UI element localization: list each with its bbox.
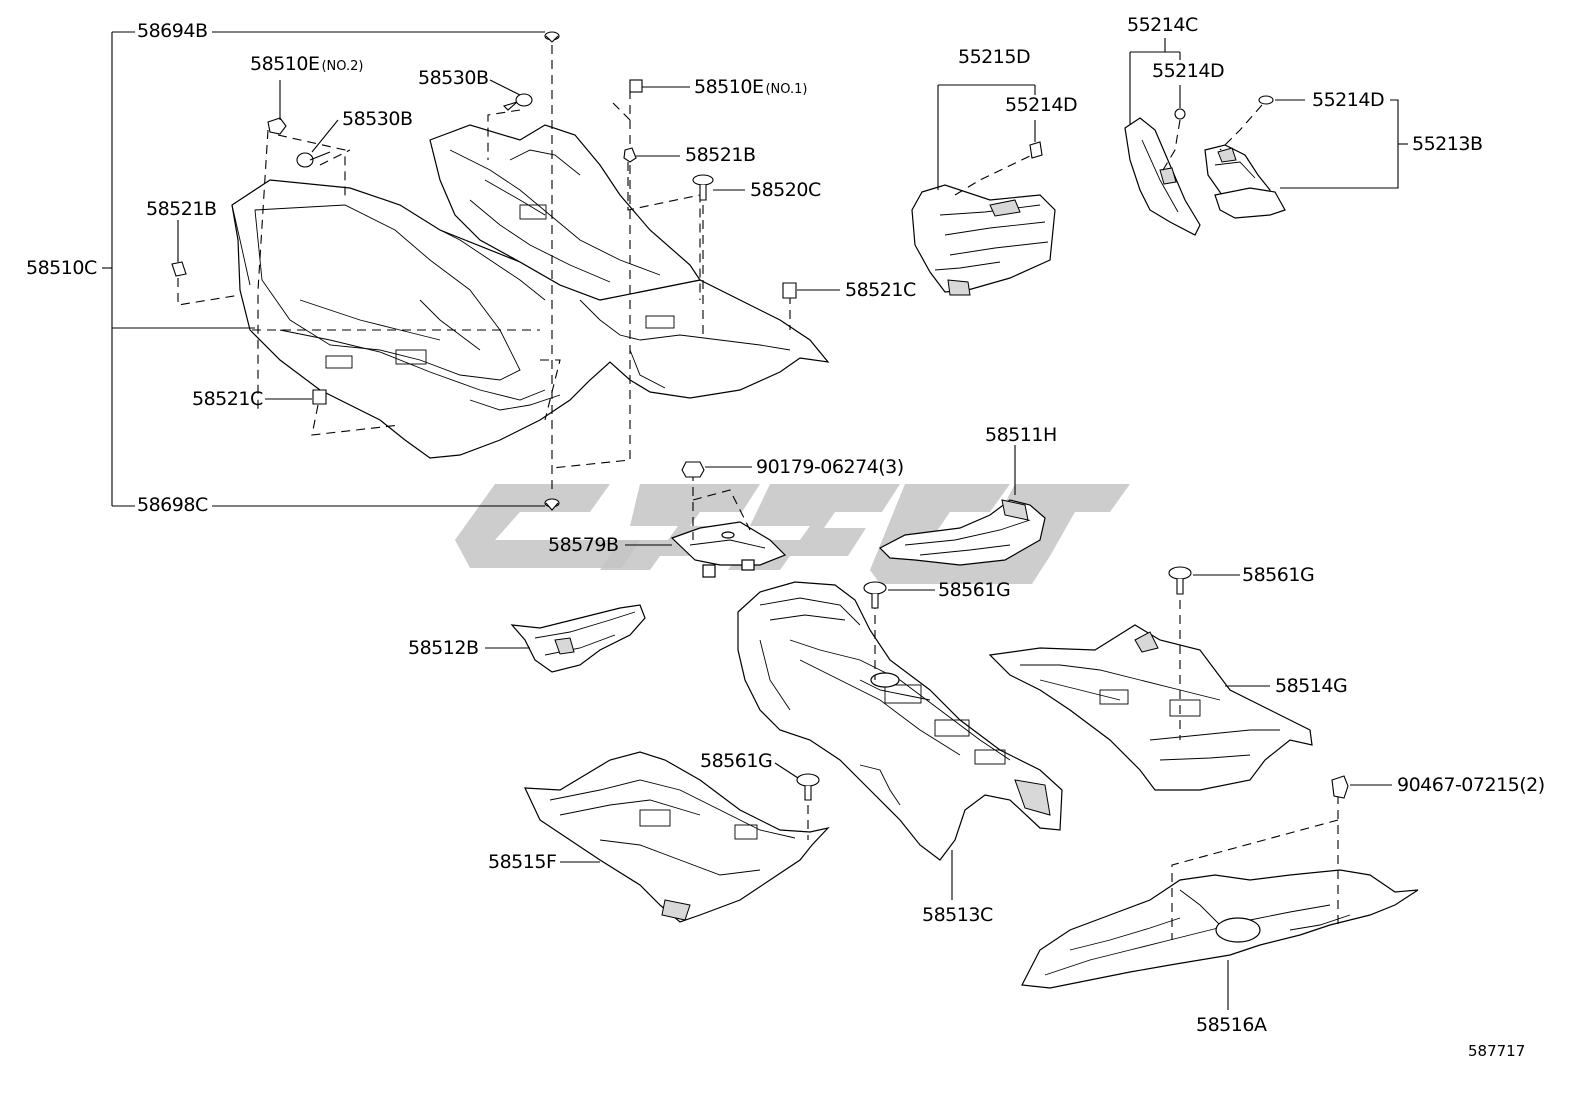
clip-58521B-right	[623, 147, 637, 163]
part-55213B	[1204, 144, 1286, 219]
label-58694B[interactable]: 58694B	[137, 20, 208, 42]
clip-58521B-left	[171, 261, 187, 277]
label-58520C[interactable]: 58520C	[750, 179, 821, 201]
label-58561G-right[interactable]: 58561G	[1242, 564, 1315, 586]
label-55213B[interactable]: 55213B	[1412, 133, 1483, 155]
label-90179-06274[interactable]: 90179-06274(3)	[756, 458, 904, 477]
leader-lines	[102, 31, 1408, 1010]
pin-58561G-center	[863, 581, 887, 609]
part-58513C	[737, 581, 1063, 861]
part-55215D	[911, 184, 1056, 296]
label-55214D-a[interactable]: 55214D	[1005, 94, 1078, 116]
nut-90179-06274	[681, 461, 705, 478]
clip-58510E-no1	[629, 79, 643, 93]
label-58510E-no1[interactable]: 58510E(NO.1)	[694, 78, 807, 97]
part-55214C	[1124, 117, 1201, 236]
part-58511H	[878, 499, 1046, 566]
label-90467-qty: (2)	[1519, 774, 1545, 796]
label-55214C[interactable]: 55214C	[1127, 14, 1198, 36]
part-58579B	[670, 521, 787, 578]
label-90179-qty: (3)	[878, 456, 904, 478]
label-58510E-no2-code: 58510E	[250, 53, 320, 75]
label-90467-code: 90467-07215	[1397, 774, 1520, 796]
label-58561G-left[interactable]: 58561G	[700, 750, 773, 772]
label-58516A[interactable]: 58516A	[1196, 1014, 1267, 1036]
part-58512B	[510, 604, 646, 673]
label-58530B-left[interactable]: 58530B	[342, 108, 413, 130]
label-58512B[interactable]: 58512B	[408, 637, 479, 659]
pin-58561G-right	[1168, 566, 1192, 595]
label-55214D-c[interactable]: 55214D	[1312, 89, 1385, 111]
clip-58521C-right	[782, 282, 797, 299]
screw-58530B-left	[296, 151, 331, 168]
part-58515F	[524, 751, 830, 923]
label-58513C[interactable]: 58513C	[922, 904, 993, 926]
label-55214D-b[interactable]: 55214D	[1152, 60, 1225, 82]
label-90467-07215[interactable]: 90467-07215(2)	[1397, 776, 1545, 795]
label-58530B-top[interactable]: 58530B	[418, 67, 489, 89]
label-58510E-no2-qty: (NO.2)	[321, 59, 364, 74]
label-58521B-right[interactable]: 58521B	[685, 144, 756, 166]
label-55215D[interactable]: 55215D	[958, 46, 1031, 68]
clip-58698C	[544, 498, 560, 511]
label-58515F[interactable]: 58515F	[488, 851, 557, 873]
clip-58521C-left	[312, 389, 327, 405]
label-58510E-no1-code: 58510E	[694, 76, 764, 98]
pin-58520C	[692, 174, 714, 201]
clip-58694B	[544, 31, 560, 43]
label-90179-code: 90179-06274	[756, 456, 879, 478]
label-58521B-left[interactable]: 58521B	[146, 198, 217, 220]
clip-55214D-c	[1258, 95, 1274, 105]
label-58511H[interactable]: 58511H	[985, 424, 1057, 446]
label-58510E-no1-qty: (NO.1)	[765, 82, 808, 97]
part-58514G	[988, 624, 1313, 791]
label-58510E-no2[interactable]: 58510E(NO.2)	[250, 55, 363, 74]
clip-55214D-b	[1174, 108, 1186, 120]
floor-carpet-main	[231, 124, 830, 459]
label-58510C[interactable]: 58510C	[26, 257, 97, 279]
label-58561G-center[interactable]: 58561G	[938, 579, 1011, 601]
part-58516A	[1021, 869, 1419, 989]
diagram-id: 587717	[1468, 1042, 1526, 1060]
clip-90467-07215	[1331, 775, 1349, 799]
clip-55214D-a	[1029, 141, 1043, 159]
clip-58510E-no2	[267, 117, 287, 135]
label-58579B[interactable]: 58579B	[548, 534, 619, 556]
label-58698C[interactable]: 58698C	[137, 494, 208, 516]
label-58521C-left[interactable]: 58521C	[192, 388, 263, 410]
label-58514G[interactable]: 58514G	[1275, 675, 1348, 697]
pin-58561G-left	[796, 773, 820, 801]
screw-58530B-top	[502, 93, 533, 111]
label-58521C-right[interactable]: 58521C	[845, 279, 916, 301]
